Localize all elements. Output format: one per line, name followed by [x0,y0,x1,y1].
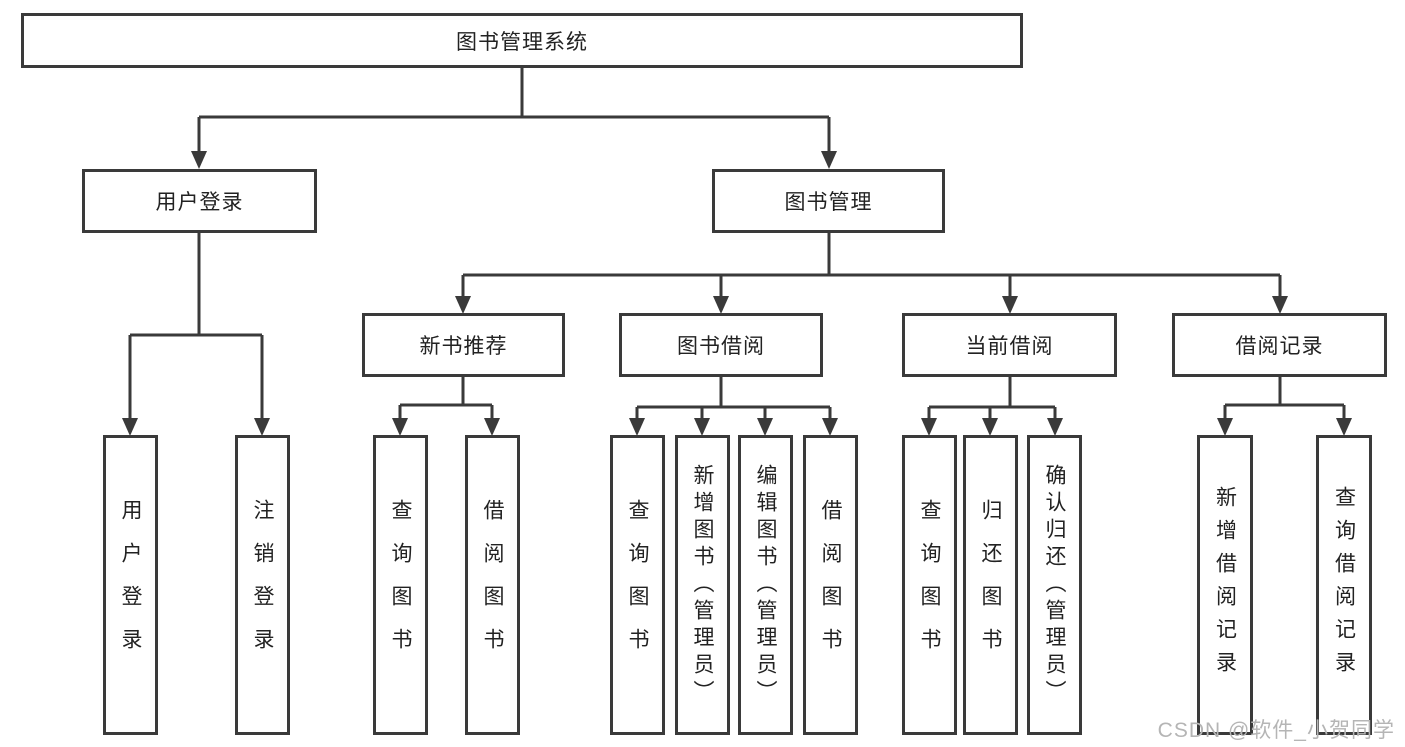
node-user-login-leaf: 用户登录 [103,435,158,735]
leaf-label: 新增借阅记录 [1213,486,1237,684]
node-add-book-admin: 新增图书（管理员） [675,435,730,735]
node-query-borrow-record: 查询借阅记录 [1316,435,1372,735]
leaf-label: 确认归还（管理员） [1043,463,1066,707]
node-system-root: 图书管理系统 [21,13,1023,68]
node-book-management: 图书管理 [712,169,945,233]
node-confirm-return-admin: 确认归还（管理员） [1027,435,1082,735]
node-edit-book-admin: 编辑图书（管理员） [738,435,793,735]
leaf-label: 借阅图书 [481,499,504,671]
node-return-books: 归还图书 [963,435,1018,735]
node-borrow-records: 借阅记录 [1172,313,1387,377]
node-borrow-books-leaf: 借阅图书 [803,435,858,735]
node-new-book-recommend: 新书推荐 [362,313,565,377]
leaf-label: 查询图书 [918,499,941,671]
leaf-label: 新增图书（管理员） [691,463,714,707]
node-query-books-current: 查询图书 [902,435,957,735]
node-current-borrow: 当前借阅 [902,313,1117,377]
node-logout: 注销登录 [235,435,290,735]
leaf-label: 查询图书 [389,499,412,671]
node-query-books-borrow: 查询图书 [610,435,665,735]
node-book-borrow: 图书借阅 [619,313,823,377]
leaf-label: 归还图书 [979,499,1002,671]
node-query-books-recommend: 查询图书 [373,435,428,735]
csdn-watermark: CSDN @软件_小贺同学 [1157,719,1395,742]
node-user-login: 用户登录 [82,169,317,233]
node-add-borrow-record: 新增借阅记录 [1197,435,1253,735]
leaf-label: 查询图书 [626,499,649,671]
leaf-label: 注销登录 [251,499,274,671]
leaf-label: 用户登录 [119,499,142,671]
node-borrow-books-recommend: 借阅图书 [465,435,520,735]
leaf-label: 编辑图书（管理员） [754,463,777,707]
leaf-label: 借阅图书 [819,499,842,671]
leaf-label: 查询借阅记录 [1332,486,1356,684]
